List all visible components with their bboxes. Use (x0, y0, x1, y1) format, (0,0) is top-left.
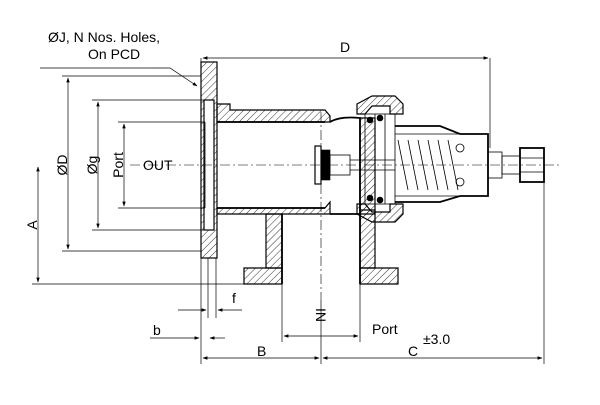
dim-label-tolerance: ±3.0 (423, 331, 450, 347)
inlet-body (243, 116, 399, 285)
dim-label-b: b (153, 322, 161, 338)
holes-label-line1: ØJ, N Nos. Holes, (48, 29, 160, 45)
flow-label-in: IN (313, 308, 329, 322)
centre-lines (130, 112, 560, 300)
inlet-flange-left (243, 267, 283, 285)
dim-label-f: f (232, 290, 236, 306)
dim-label-Og: Øg (84, 156, 100, 175)
dim-label-A: A (24, 220, 40, 230)
dim-label-port-bottom: Port (372, 321, 398, 337)
dim-label-C: C (408, 343, 418, 359)
dimensions (32, 56, 545, 364)
flow-label-out: OUT (143, 157, 173, 173)
outlet-top-wall (216, 103, 331, 123)
holes-label-line2: On PCD (88, 46, 140, 62)
dim-label-B: B (257, 343, 266, 359)
dim-label-D: D (340, 39, 350, 55)
dim-label-port-vertical: Port (110, 152, 126, 178)
inlet-flange-right (359, 267, 399, 285)
bonnet (356, 95, 489, 223)
dim-label-OD: ØD (54, 155, 70, 176)
labels: ØJ, N Nos. Holes, On PCD D ØD Øg Port OU… (24, 29, 450, 359)
